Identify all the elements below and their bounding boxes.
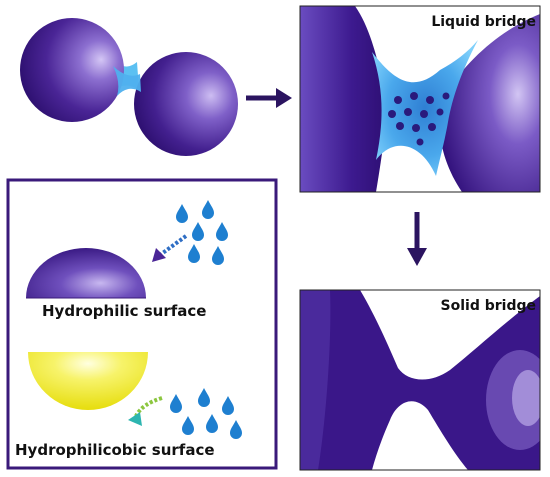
solid-bridge xyxy=(300,290,540,470)
incoming-arrow-icon xyxy=(152,234,188,262)
particle-right xyxy=(134,52,238,156)
hydrophilic-hemisphere xyxy=(26,248,146,298)
deflected-arrow-icon xyxy=(128,396,163,426)
solid-bridge-panel: Solid bridge xyxy=(299,289,541,471)
solid-bridge-label: Solid bridge xyxy=(441,298,536,314)
surface-legend: Hydrophilic surface Hydrophilicobic surf… xyxy=(6,178,278,470)
hydrophilic-label: Hydrophilic surface xyxy=(42,302,206,320)
arrow-down-icon xyxy=(407,212,427,266)
liquid-bridge-label: Liquid bridge xyxy=(431,14,536,30)
hydrophobic-hemisphere xyxy=(28,352,148,410)
hydrophobic-label: Hydrophilicobic surface xyxy=(15,441,215,459)
arrow-right-icon xyxy=(246,88,292,108)
particle-pair xyxy=(20,18,238,156)
liquid-bridge-panel: Liquid bridge xyxy=(299,5,541,193)
liquid-bridge-small xyxy=(113,66,141,96)
liquid-bridge xyxy=(372,40,478,176)
dissolved-particles xyxy=(388,92,450,146)
particle-left xyxy=(20,18,124,122)
